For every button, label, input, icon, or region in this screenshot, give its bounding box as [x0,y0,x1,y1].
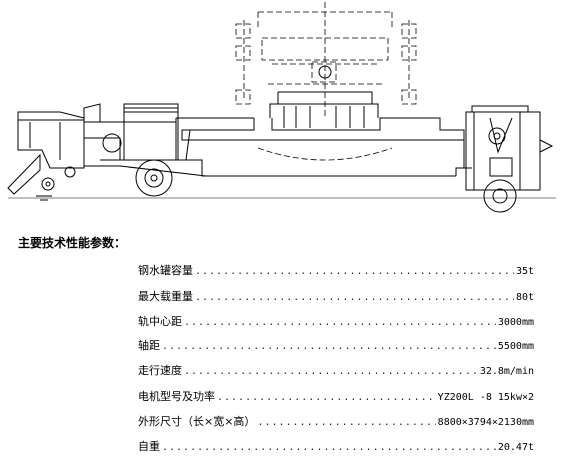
spec-label: 电机型号及功率 [138,390,215,403]
dot-leader: ........................................… [184,366,478,377]
dot-leader: ........................................… [162,442,496,453]
spec-label: 最大载重量 [138,290,193,303]
left-wheel [135,159,173,197]
spec-row: 轨中心距....................................… [138,313,534,329]
ladle-outline [235,2,417,161]
spec-row: 外形尺寸（长×宽×高）.............................… [138,413,534,429]
spec-label: 轨中心距 [138,315,182,328]
spec-label: 钢水罐容量 [138,264,193,277]
dot-leader: ........................................… [195,266,514,277]
spec-value: YZ200L -8 15kw×2 [437,392,534,403]
ladle-trunnion [318,65,332,79]
dot-leader: ........................................… [162,341,496,352]
dot-leader: ........................................… [257,417,435,428]
car-frame [83,91,472,177]
spec-value: 32.8m/min [479,366,534,377]
spec-value: 35t [515,266,534,277]
spec-value: 20.47t [497,442,534,453]
spec-row: 轴距......................................… [138,337,534,353]
spec-row: 电机型号及功率.................................… [138,388,534,404]
spec-label: 外形尺寸（长×宽×高） [138,415,256,428]
spec-label: 自重 [138,440,160,453]
dot-leader: ........................................… [184,317,496,328]
dot-leader: ........................................… [195,292,514,303]
spec-value: 3000mm [497,317,534,328]
spec-row: 钢水罐容量...................................… [138,262,534,278]
left-coupler [7,111,85,201]
spec-row: 走行速度....................................… [138,362,534,378]
spec-row: 自重......................................… [138,438,534,454]
spec-value: 8800×3794×2130mm [437,417,534,428]
right-wheel [483,179,517,213]
left-bogie [102,103,179,161]
spec-row: 最大载重量...................................… [138,288,534,304]
spec-heading: 主要技术性能参数： [18,236,127,250]
right-bogie [465,105,554,191]
spec-value: 5500mm [497,341,534,352]
spec-label: 走行速度 [138,364,182,377]
ladle-car-drawing [7,2,556,213]
spec-value: 80t [515,292,534,303]
spec-label: 轴距 [138,339,160,352]
dot-leader: ........................................… [217,392,436,403]
